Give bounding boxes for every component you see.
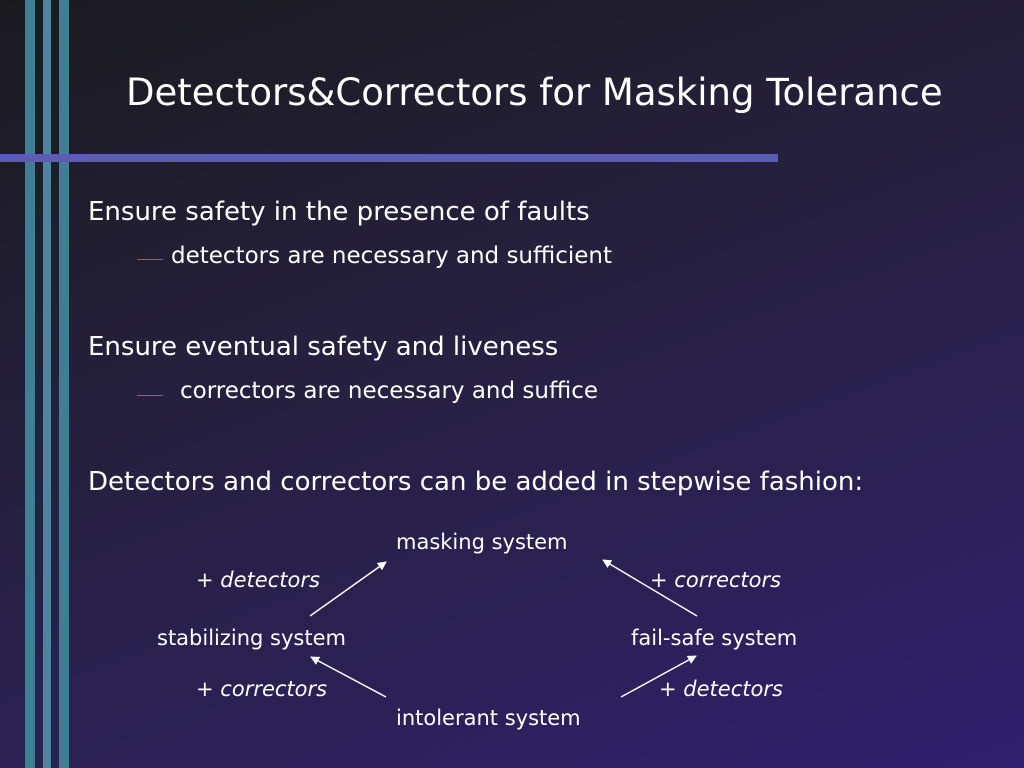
op-bottom-left: + correctors xyxy=(196,676,327,702)
arrow-intolerant-to-stabilizing xyxy=(310,656,387,698)
op-plus: + xyxy=(659,677,677,701)
op-word: correctors xyxy=(674,568,782,592)
bullet-1: Ensure safety in the presence of faults xyxy=(88,197,590,227)
op-bottom-right: + detectors xyxy=(659,676,783,702)
arrow-intolerant-to-failsafe xyxy=(620,655,697,698)
op-word: detectors xyxy=(220,568,320,592)
sub-bullet-1: detectors are necessary and sufficient xyxy=(171,243,613,269)
decor-stripe-1 xyxy=(25,0,35,768)
node-stabilizing-system: stabilizing system xyxy=(157,626,346,650)
node-masking-system: masking system xyxy=(396,530,568,554)
op-plus: + xyxy=(196,677,214,701)
bullet-2: Ensure eventual safety and liveness xyxy=(88,332,559,362)
op-top-left: + detectors xyxy=(196,567,320,593)
sub-bullet-dash-2 xyxy=(137,395,163,396)
op-top-right: + correctors xyxy=(650,567,781,593)
arrow-stabilizing-to-masking xyxy=(309,561,387,617)
node-fail-safe-system: fail-safe system xyxy=(631,626,798,650)
sub-bullet-dash-1 xyxy=(137,259,163,260)
op-plus: + xyxy=(650,568,668,592)
bullet-3: Detectors and correctors can be added in… xyxy=(88,467,864,497)
op-word: detectors xyxy=(683,677,783,701)
op-word: correctors xyxy=(220,677,328,701)
arrow-failsafe-to-masking xyxy=(602,559,698,617)
decor-stripe-2 xyxy=(43,0,51,768)
sub-bullet-2: correctors are necessary and suffice xyxy=(180,378,598,404)
decor-stripe-3 xyxy=(59,0,69,768)
node-intolerant-system: intolerant system xyxy=(396,706,581,730)
slide-title: Detectors&Correctors for Masking Toleran… xyxy=(126,71,943,114)
op-plus: + xyxy=(196,568,214,592)
title-underline-bar xyxy=(0,154,778,162)
